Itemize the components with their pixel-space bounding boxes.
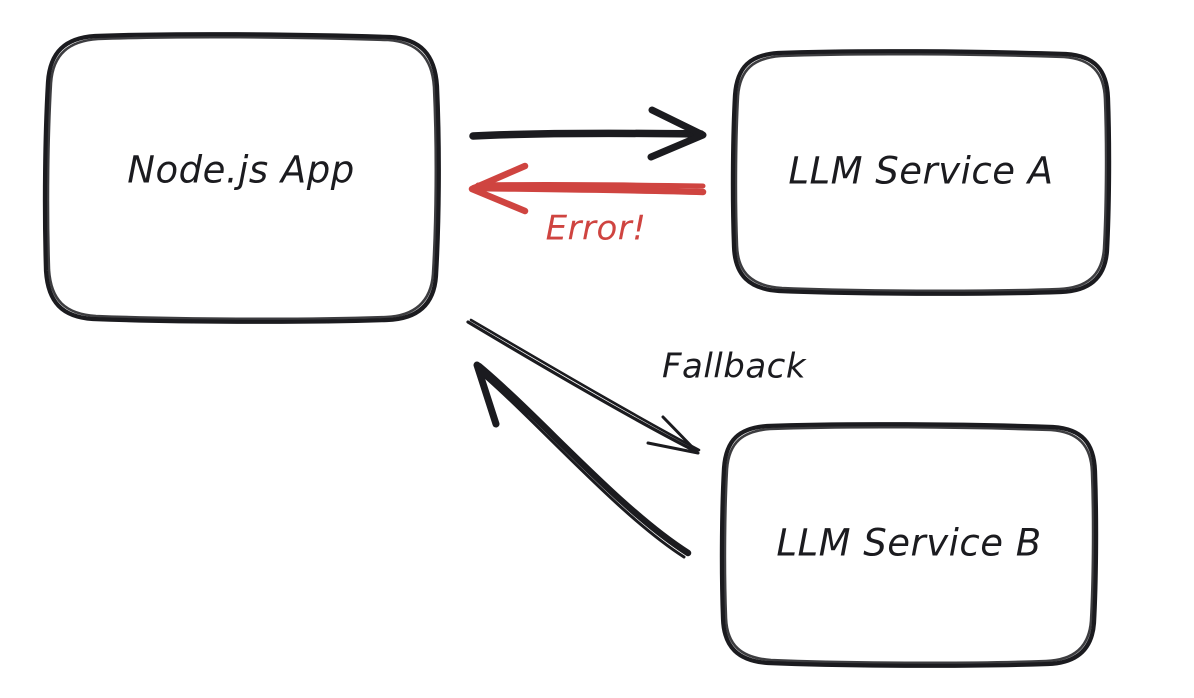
edge-error-shaft	[470, 184, 707, 196]
edge-response-b-arrowhead	[473, 361, 531, 428]
node-llm-service-a-outline-sketch	[734, 52, 1108, 293]
edge-response-b-arrow[interactable]	[473, 361, 692, 559]
edge-fallback-arrowhead	[646, 415, 700, 455]
edge-fallback-shaft-double	[469, 318, 701, 452]
node-node-js-app-outline	[42, 32, 441, 324]
node-llm-service-b-outline	[719, 422, 1099, 668]
edge-error-arrow[interactable]: Error!	[468, 162, 707, 249]
node-llm-service-a[interactable]: LLM Service A	[730, 49, 1112, 296]
edge-error-label: Error!	[546, 209, 647, 249]
edge-error-shaft-double	[475, 182, 706, 189]
node-node-js-app-outline-sketch	[46, 35, 438, 321]
edge-fallback-arrow[interactable]: Fallback	[466, 318, 807, 455]
node-llm-service-b-outline-sketch	[723, 425, 1095, 665]
node-node-js-app-label: Node.js App	[127, 149, 354, 192]
edge-request-arrow[interactable]	[469, 106, 707, 161]
node-llm-service-b[interactable]: LLM Service B	[719, 422, 1099, 668]
node-llm-service-a-label: LLM Service A	[788, 150, 1053, 193]
edge-fallback-label: Fallback	[662, 347, 807, 387]
edge-fallback-shaft	[466, 320, 699, 454]
node-llm-service-b-label: LLM Service B	[776, 522, 1041, 565]
node-node-js-app[interactable]: Node.js App	[42, 32, 441, 324]
edge-error-arrowhead	[468, 162, 529, 215]
node-llm-service-a-outline	[730, 49, 1112, 296]
edge-request-arrowhead	[647, 106, 707, 161]
edge-request-shaft	[469, 129, 705, 140]
